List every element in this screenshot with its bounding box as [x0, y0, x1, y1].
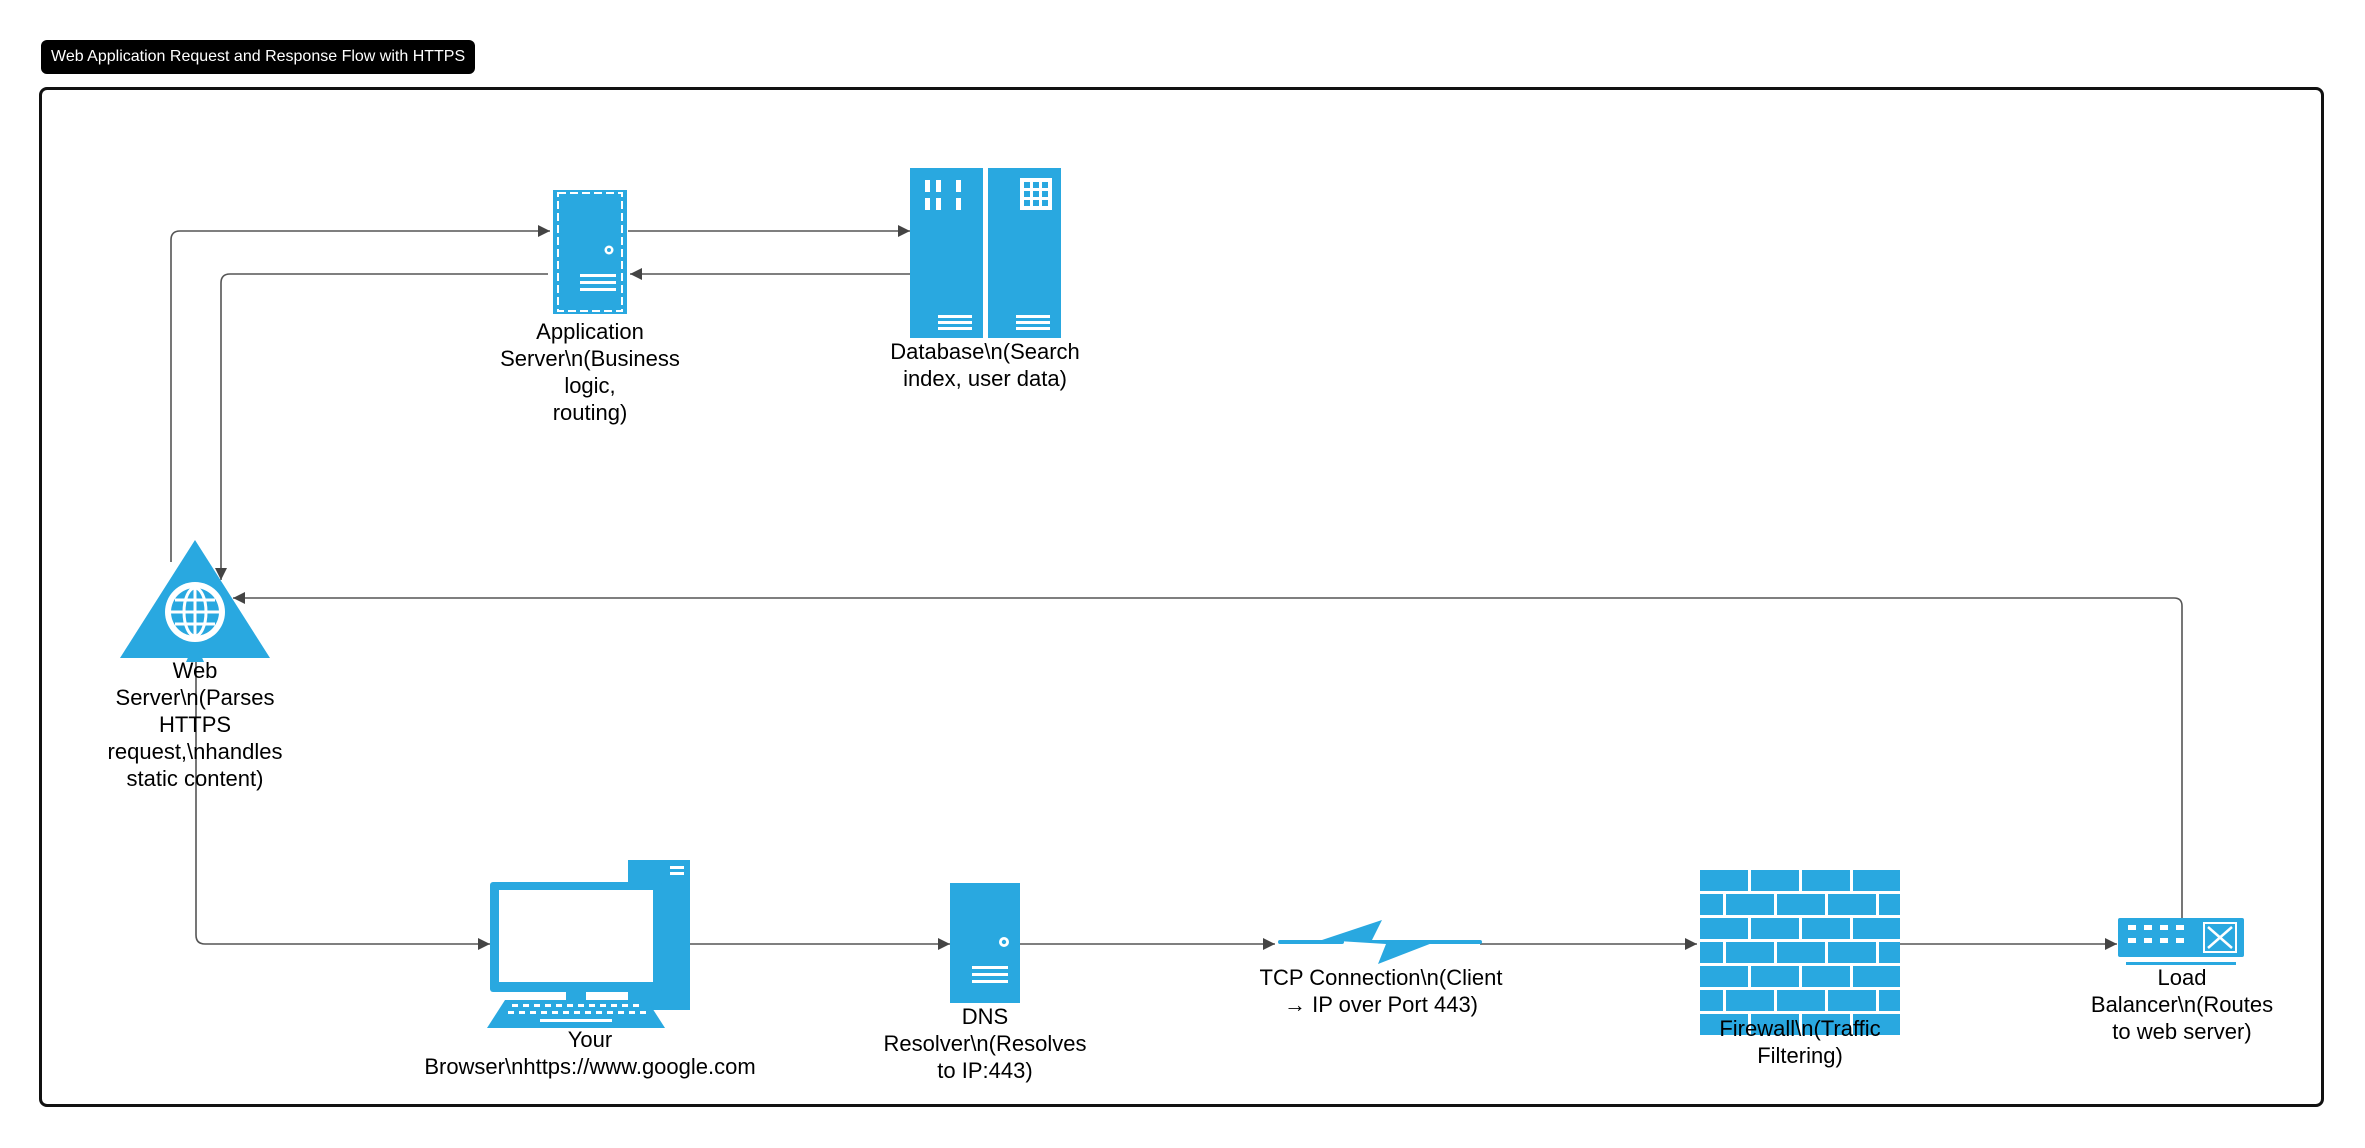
- diagram-frame: [39, 87, 2324, 1107]
- server-tower-icon: [950, 883, 1020, 1003]
- node-label-application-server: Application Server\n(Business logic, rou…: [500, 319, 680, 425]
- node-label-tcp-connection: TCP Connection\n(Client → IP over Port 4…: [1259, 965, 1503, 1017]
- node-label-firewall: Firewall\n(Traffic Filtering): [1719, 1016, 1881, 1068]
- desktop-computer-icon: [487, 860, 690, 1028]
- brick-firewall-icon: [1700, 870, 1900, 1035]
- node-label-load-balancer: Load Balancer\n(Routes to web server): [2090, 965, 2274, 1044]
- diagram-title: Web Application Request and Response Flo…: [41, 40, 476, 74]
- edge-web-to-browser: [195, 660, 490, 950]
- edge-web-to-app: [170, 225, 550, 562]
- node-label-browser: Your Browser\nhttps://www.google.com: [424, 1027, 756, 1079]
- lightning-link-icon: [1278, 920, 1482, 964]
- node-label-dns: DNS Resolver\n(Resolves to IP:443): [883, 1004, 1087, 1083]
- edge-lb-to-web: [233, 592, 2183, 918]
- node-label-web-server: Web Server\n(Parses HTTPS request,\nhand…: [107, 658, 283, 791]
- edge-app-to-web: [215, 273, 548, 580]
- node-label-database: Database\n(Search index, user data): [890, 339, 1080, 391]
- web-server-globe-icon: [120, 540, 270, 662]
- application-server-icon: [553, 190, 627, 314]
- database-rack-icon: [910, 168, 1061, 338]
- network-switch-icon: [2118, 918, 2244, 965]
